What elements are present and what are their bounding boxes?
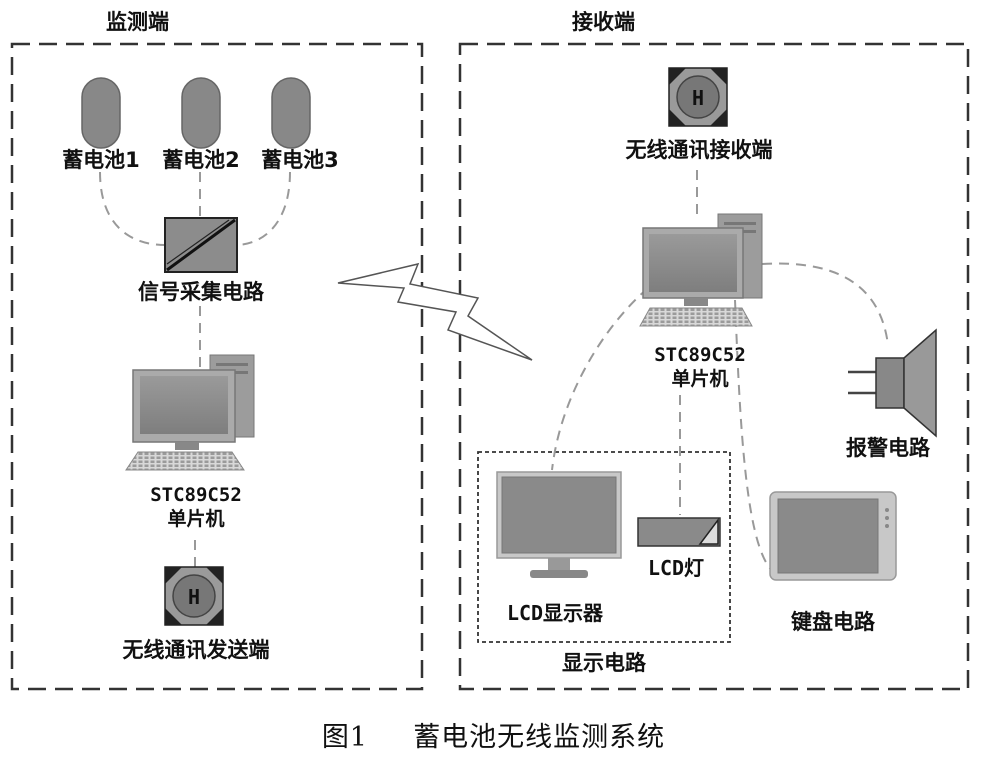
figure-number: 图1 — [321, 722, 368, 753]
signal-circuit-label: 信号采集电路 — [138, 280, 264, 304]
keyboard-label: 键盘电路 — [791, 610, 875, 634]
battery-1-label: 蓄电池1 — [62, 148, 140, 172]
lcd-display-label: LCD显示器 — [506, 601, 604, 625]
alarm-label: 报警电路 — [846, 436, 930, 460]
monitor-mcu-computer-icon — [125, 354, 255, 471]
receiver-mcu-name: 单片机 — [671, 367, 729, 390]
receiver-mcu-label: STC89C52 单片机 — [654, 344, 746, 392]
lcd-light-icon — [637, 517, 721, 547]
signal-circuit-icon — [164, 217, 238, 273]
wireless-link-bolt-icon — [337, 262, 533, 361]
rx-icon-letter: H — [692, 86, 704, 110]
monitor-side-box — [10, 42, 424, 691]
wireless-rx-icon: H — [668, 67, 728, 127]
receiver-side-title: 接收端 — [572, 10, 635, 34]
monitor-side-title: 监测端 — [106, 10, 169, 34]
battery-2-icon — [181, 77, 221, 149]
battery1-to-signal-line — [99, 171, 166, 246]
display-circuit-box — [477, 451, 731, 643]
alarm-speaker-icon — [848, 328, 937, 438]
monitor-mcu-model: STC89C52 — [150, 484, 242, 506]
lcd-display-icon — [496, 471, 622, 578]
mcu-to-alarm-line — [761, 262, 889, 346]
wireless-tx-icon: H — [164, 566, 224, 626]
figure-caption: 图1 蓄电池无线监测系统 — [322, 715, 665, 754]
keyboard-tablet-icon — [769, 491, 897, 581]
battery-3-icon — [271, 77, 311, 149]
tx-icon-letter: H — [188, 585, 200, 609]
battery-2-label: 蓄电池2 — [162, 148, 240, 172]
display-circuit-label: 显示电路 — [562, 651, 646, 675]
monitor-mcu-name: 单片机 — [167, 507, 225, 530]
connection-lines — [99, 170, 889, 576]
wireless-tx-label: 无线通讯发送端 — [122, 638, 270, 662]
monitor-mcu-label: STC89C52 单片机 — [150, 484, 242, 532]
battery3-to-signal-line — [234, 171, 291, 246]
receiver-mcu-model: STC89C52 — [654, 344, 746, 366]
mcu-to-keyboard-line — [734, 299, 779, 576]
battery-3-label: 蓄电池3 — [261, 148, 339, 172]
receiver-side-box — [458, 42, 970, 691]
wireless-rx-label: 无线通讯接收端 — [625, 138, 773, 162]
receiver-mcu-computer-icon — [639, 213, 763, 327]
figure-title: 蓄电池无线监测系统 — [413, 722, 666, 753]
mcu-to-display-line — [551, 287, 649, 471]
lcd-light-label: LCD灯 — [647, 556, 705, 580]
battery-1-icon — [81, 77, 121, 149]
